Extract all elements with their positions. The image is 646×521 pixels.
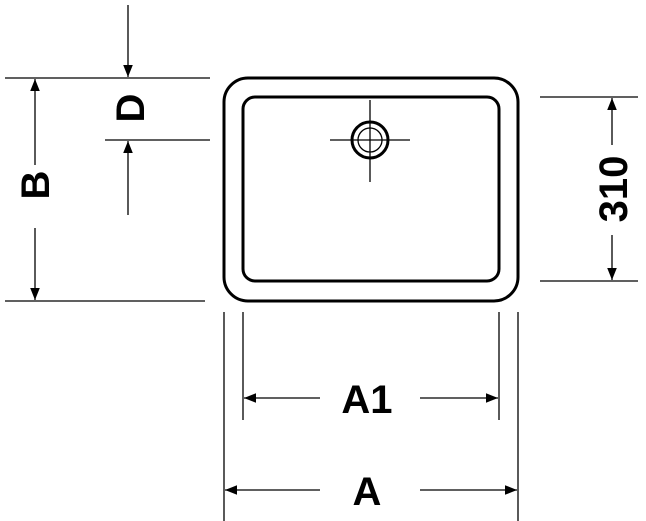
dimension-d: D <box>109 5 153 215</box>
dimension-310: 310 <box>592 98 636 280</box>
basin-outer-outline <box>222 76 520 303</box>
label-a: A <box>353 470 382 514</box>
label-b: B <box>14 171 58 200</box>
label-310: 310 <box>592 156 636 223</box>
dimension-a1: A1 <box>244 378 498 422</box>
label-a1: A1 <box>341 378 392 422</box>
drain-icon <box>330 100 410 182</box>
dimension-a: A <box>225 470 517 514</box>
basin-inner-outline <box>241 95 501 283</box>
extension-lines <box>5 77 638 521</box>
label-d: D <box>109 94 153 123</box>
dimension-b: B <box>14 79 58 300</box>
